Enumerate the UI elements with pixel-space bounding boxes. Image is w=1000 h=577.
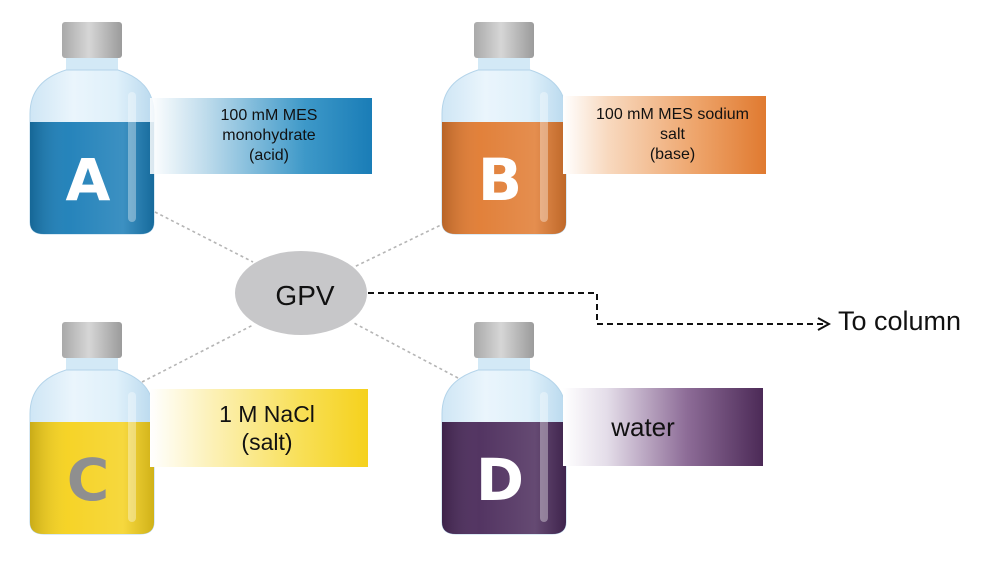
to-column-label: To column xyxy=(838,306,962,336)
bottle-a-highlight xyxy=(128,92,136,222)
bottle-a-cap xyxy=(62,22,122,58)
bottle-d-label-box: water xyxy=(563,388,763,466)
connector-a xyxy=(154,211,254,263)
gpv-hub xyxy=(235,251,367,335)
bottle-a-shading xyxy=(30,122,154,234)
bottle-c-shading xyxy=(30,422,154,534)
connector-c xyxy=(141,324,254,383)
to-column-arrow xyxy=(368,292,828,324)
bottle-a-letter: A xyxy=(66,146,111,214)
bottle-d-letter: D xyxy=(476,446,524,514)
bottle-b-neck xyxy=(478,58,530,70)
bottle-b-label: 100 mM MES sodium salt (base) xyxy=(596,106,749,163)
bottle-c-label-box: 1 M NaCl (salt) xyxy=(150,389,368,467)
bottle-a: A xyxy=(29,22,155,235)
connector-b xyxy=(351,222,446,269)
bottle-c-label: 1 M NaCl (salt) xyxy=(219,401,315,455)
bottle-c: C xyxy=(29,322,155,535)
bottle-c-cap xyxy=(62,322,122,358)
bottle-d-highlight xyxy=(540,392,548,522)
bottle-b: B xyxy=(441,22,567,235)
bottle-d-cap xyxy=(474,322,534,358)
bottle-b-label-box: 100 mM MES sodium salt (base) xyxy=(563,96,766,174)
bottle-c-highlight xyxy=(128,392,136,522)
bottle-d-neck xyxy=(478,358,530,370)
bottle-d-label: water xyxy=(611,412,675,442)
bottle-b-highlight xyxy=(540,92,548,222)
bottle-b-letter: B xyxy=(478,146,522,214)
bottle-c-letter: C xyxy=(67,446,110,514)
gpv-label: GPV xyxy=(275,280,334,311)
connector-d xyxy=(351,321,459,379)
bottle-b-shading xyxy=(442,122,566,234)
bottle-a-label-box: 100 mM MES monohydrate (acid) xyxy=(150,98,372,174)
bottle-d-shading xyxy=(442,422,566,534)
bottle-a-label: 100 mM MES monohydrate (acid) xyxy=(220,107,318,164)
bottles-layer: A B C D xyxy=(29,22,567,535)
bottle-a-neck xyxy=(66,58,118,70)
bottle-d: D xyxy=(441,322,567,535)
bottle-b-cap xyxy=(474,22,534,58)
bottle-c-neck xyxy=(66,358,118,370)
